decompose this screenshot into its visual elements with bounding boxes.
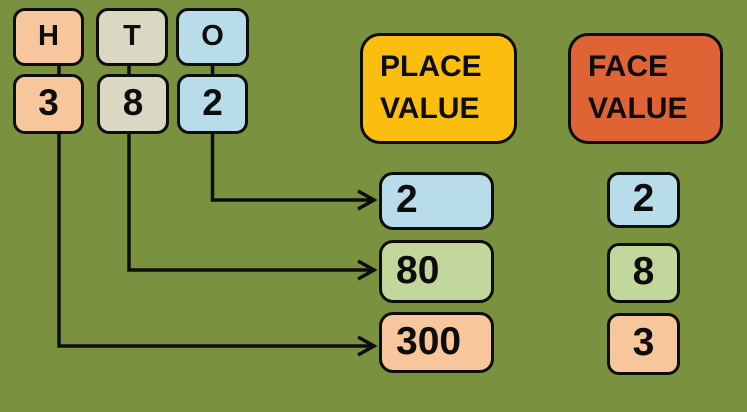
- face-value-box-tens: 8: [607, 243, 680, 303]
- place-value-tens: 80: [396, 248, 440, 292]
- arrowhead-tens-icon: [357, 259, 378, 281]
- ones-letter: O: [201, 19, 224, 52]
- hundreds-letter: H: [38, 19, 59, 52]
- tens-digit: 8: [122, 82, 144, 123]
- place-value-ones: 2: [396, 178, 418, 221]
- face-value-ones: 2: [632, 177, 655, 220]
- face-value-header: FACE VALUE: [568, 33, 723, 144]
- digit-box-tens: 8: [97, 74, 169, 134]
- face-value-header-line2: VALUE: [588, 91, 688, 125]
- arrowhead-ones-icon: [357, 189, 378, 211]
- digit-box-hundreds: 3: [13, 74, 84, 134]
- place-value-header: PLACE VALUE: [360, 33, 517, 144]
- digit-box-ones: 2: [177, 74, 248, 134]
- place-value-box-ones: 2: [379, 172, 494, 230]
- face-value-header-line1: FACE: [588, 49, 669, 83]
- face-value-tens: 8: [632, 250, 655, 293]
- face-value-box-hundreds: 3: [607, 313, 680, 375]
- arrow-hundreds-to-place-value: [57, 62, 371, 348]
- ones-digit: 2: [202, 82, 223, 123]
- letter-box-tens: T: [96, 8, 168, 66]
- place-value-box-hundreds: 300: [379, 312, 494, 373]
- place-value-hundreds: 300: [396, 319, 462, 363]
- face-value-box-ones: 2: [607, 172, 680, 228]
- hundreds-digit: 3: [38, 82, 59, 123]
- tens-letter: T: [123, 19, 141, 52]
- letter-box-ones: O: [176, 8, 249, 66]
- letter-box-hundreds: H: [13, 8, 84, 66]
- arrowhead-hundreds-icon: [357, 335, 378, 357]
- face-value-hundreds: 3: [632, 321, 655, 364]
- place-value-header-line2: VALUE: [380, 91, 480, 125]
- place-value-box-tens: 80: [379, 240, 494, 303]
- place-value-header-line1: PLACE: [380, 49, 482, 83]
